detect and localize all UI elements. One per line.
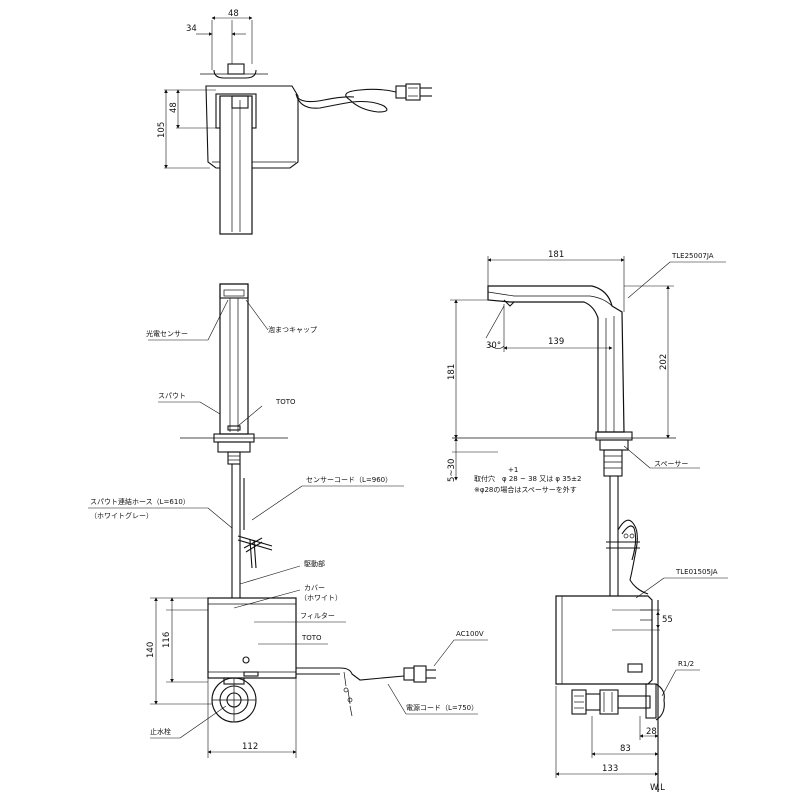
label-anti-drip-cap: 泡まつキャップ (268, 325, 317, 334)
side-view: 181 139 30° 181 202 5~30 55 28 83 133 (447, 250, 676, 792)
label-toto-upper: TOTO (275, 398, 296, 406)
label-toto-lower: TOTO (301, 634, 322, 642)
label-wl: W.L (650, 783, 665, 793)
front-view: 140 116 112 (146, 283, 436, 758)
label-white-grey: （ホワイトグレー） (90, 511, 153, 520)
label-mount-note: ※φ28の場合はスペーサーを外す (474, 485, 577, 494)
dim-34: 34 (186, 24, 197, 34)
front-labels: 光電センサー 泡まつキャップ スパウト TOTO センサーコード（L=960） … (88, 299, 488, 739)
dim-30-degrees: 30° (486, 341, 501, 351)
dim-140: 140 (146, 642, 156, 658)
dim-105: 105 (157, 122, 167, 138)
dim-133: 133 (602, 764, 618, 774)
dim-181-height: 181 (447, 364, 457, 380)
dim-55: 55 (662, 615, 673, 625)
label-stop-valve: 止水栓 (150, 727, 171, 736)
label-model-faucet: TLE25007JA (671, 252, 714, 260)
label-model-valve: TLE01505JA (675, 568, 718, 576)
label-spacer: スペーサー (654, 460, 688, 468)
label-drive-unit: 駆動部 (304, 559, 325, 568)
label-mount-hole: 取付穴 φ 28 ~ 38 又は φ 35±2 (474, 474, 582, 483)
side-labels: TLE25007JA スペーサー +1 取付穴 φ 28 ~ 38 又は φ 3… (474, 252, 728, 793)
label-spout-hose: スパウト連結ホース（L=610） (90, 497, 190, 506)
label-power-cord: 電源コード（L=750） (406, 703, 478, 712)
dim-83: 83 (620, 744, 631, 754)
label-sensor-cord: センサーコード（L=960） (306, 476, 392, 484)
label-cover: カバー (304, 584, 325, 592)
dim-181-width: 181 (548, 250, 564, 260)
dim-116: 116 (162, 632, 172, 648)
dim-139: 139 (548, 337, 564, 347)
label-filter: フィルター (300, 611, 335, 620)
dim-28: 28 (646, 727, 657, 737)
dim-48-height: 48 (169, 102, 179, 113)
label-ac100v: AC100V (456, 630, 484, 638)
dim-112: 112 (242, 742, 258, 752)
label-spout: スパウト (158, 392, 186, 400)
dim-48-width: 48 (228, 9, 239, 19)
label-photo-sensor: 光電センサー (146, 329, 188, 338)
label-cover-white: （ホワイト） (300, 594, 342, 602)
label-mount-tol: +1 (508, 466, 518, 474)
label-r-half: R1/2 (678, 660, 694, 668)
dim-202: 202 (659, 354, 669, 370)
top-view: 34 48 48 105 (157, 9, 432, 235)
dim-5-30: 5~30 (447, 459, 457, 482)
